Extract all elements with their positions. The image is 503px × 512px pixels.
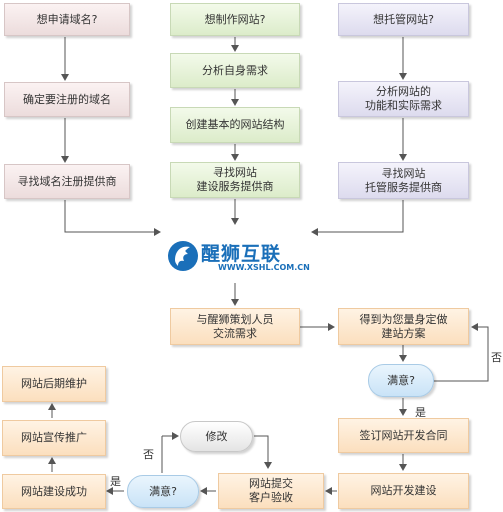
node-find-registrar: 寻找域名注册提供商: [4, 164, 130, 199]
label-yes-1: 是: [415, 406, 426, 419]
node-host-site: 想托管网站?: [338, 3, 469, 36]
node-success: 网站建设成功: [2, 474, 106, 509]
node-develop: 网站开发建设: [338, 473, 469, 509]
node-find-builder: 寻找网站 建设服务提供商: [170, 162, 300, 198]
node-promote: 网站宣传推广: [2, 420, 106, 456]
node-create-structure: 创建基本的网站结构: [170, 107, 300, 143]
logo-url: WWW.XSHL.COM.CN: [218, 263, 310, 272]
brand-logo: 醒狮互联 WWW.XSHL.COM.CN: [166, 238, 316, 278]
node-satisfied-1: 满意?: [368, 364, 434, 397]
node-analyze-hosting: 分析网站的 功能和实际需求: [338, 81, 469, 117]
node-make-site: 想制作网站?: [170, 3, 300, 36]
label-no-left: 否: [143, 448, 154, 461]
node-plan-with: 与醒狮策划人员 交流需求: [170, 308, 300, 345]
node-analyze-needs: 分析自身需求: [170, 53, 300, 88]
label-no-right: 否: [491, 351, 502, 364]
node-satisfied-2: 满意?: [127, 475, 199, 508]
lion-icon: [168, 241, 198, 271]
node-custom-plan: 得到为您量身定做 建站方案: [338, 308, 469, 345]
node-sign-contract: 签订网站开发合同: [338, 418, 469, 453]
node-submit-accept: 网站提交 客户验收: [218, 473, 324, 509]
node-find-host: 寻找网站 托管服务提供商: [338, 162, 469, 199]
node-confirm-domain: 确定要注册的域名: [4, 82, 130, 117]
label-yes-2: 是: [110, 475, 121, 488]
node-maintain: 网站后期维护: [2, 366, 106, 402]
node-apply-domain: 想申请域名?: [4, 3, 130, 36]
node-modify: 修改: [180, 421, 253, 452]
logo-name: 醒狮互联: [201, 243, 282, 265]
